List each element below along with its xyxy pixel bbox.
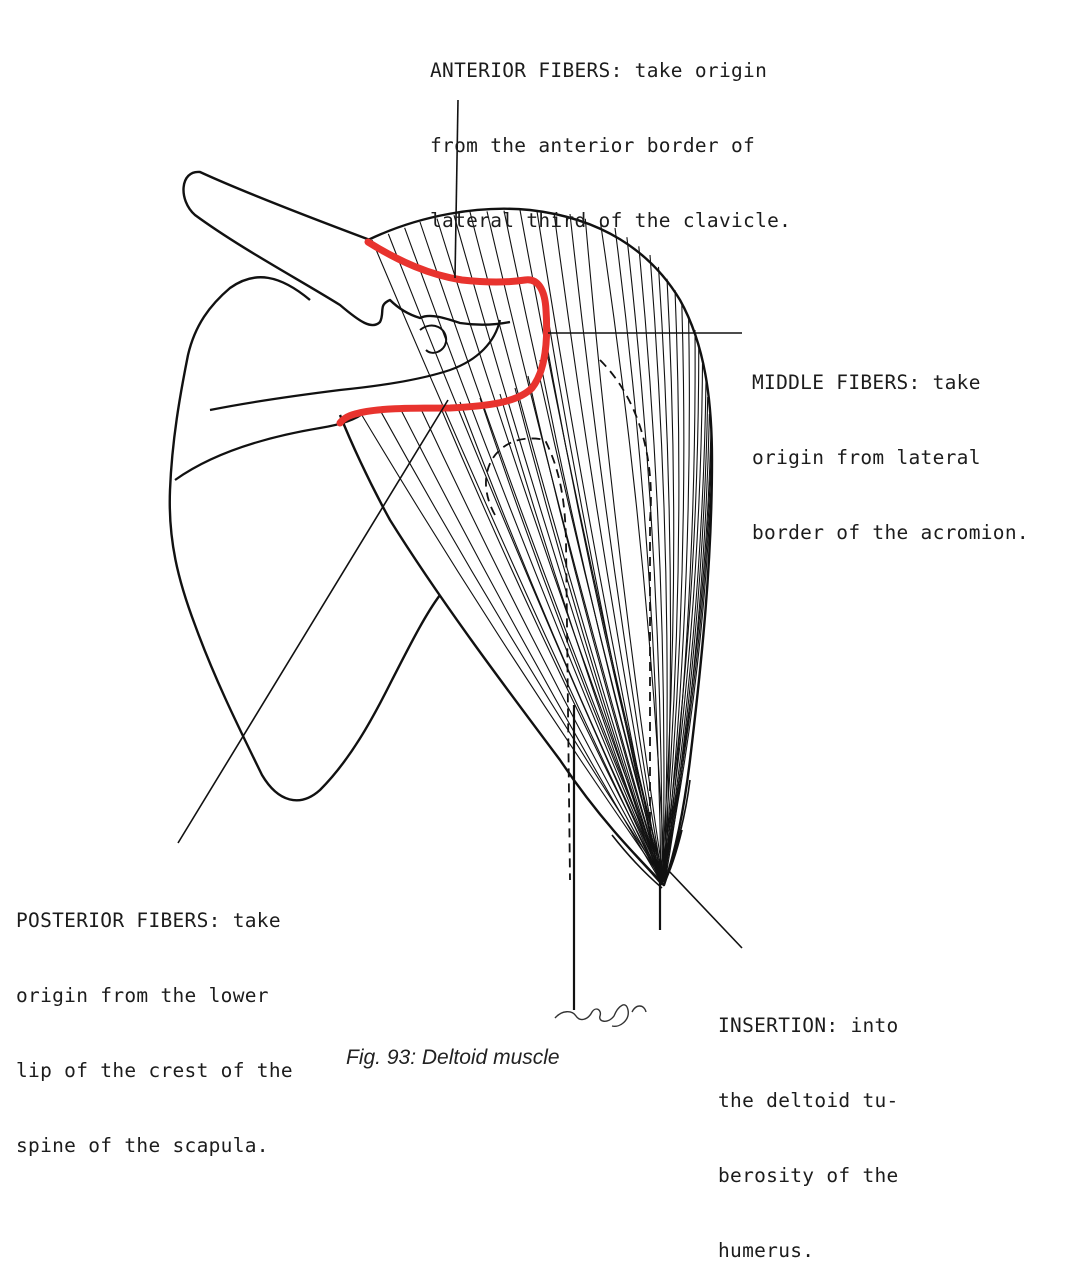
middle-label-line: MIDDLE FIBERS: take [752,370,1029,395]
anterior-label-line: lateral third of the clavicle. [430,208,791,233]
middle-fibers-label: MIDDLE FIBERS: take origin from lateral … [752,320,1029,570]
middle-label-line: origin from lateral [752,445,1029,470]
middle-label-line: border of the acromion. [752,520,1029,545]
insertion-label-line: humerus. [718,1238,899,1263]
anterior-fibers-label: ANTERIOR FIBERS: take origin from the an… [430,8,791,258]
muscle-fiber [665,330,695,882]
posterior-label-line: lip of the crest of the [16,1058,293,1083]
anterior-label-line: ANTERIOR FIBERS: take origin [430,58,791,83]
muscle-fiber [388,234,662,882]
posterior-label-line: POSTERIOR FIBERS: take [16,908,293,933]
insertion-label-line: INSERTION: into [718,1013,899,1038]
figure-caption: Fig. 93: Deltoid muscle [346,1045,560,1071]
anterior-label-line: from the anterior border of [430,133,791,158]
insertion-leader-line [668,870,742,948]
insertion-label-line: berosity of the [718,1163,899,1188]
posterior-label-line: origin from the lower [16,983,293,1008]
scapula-spine-outline [210,320,500,410]
artist-signature [555,1005,646,1026]
deltoid-fibers [360,210,712,882]
scapula-spine-lower [175,412,365,480]
posterior-fibers-label: POSTERIOR FIBERS: take origin from the l… [16,858,293,1183]
deltoid-outline [340,209,712,885]
posterior-leader-line [178,400,448,843]
posterior-label-line: spine of the scapula. [16,1133,293,1158]
muscle-fiber [454,215,661,882]
muscle-fiber [400,408,661,882]
insertion-label-line: the deltoid tu- [718,1088,899,1113]
muscle-fiber [380,410,665,882]
insertion-label: INSERTION: into the deltoid tu- berosity… [718,963,899,1288]
muscle-fiber [661,279,674,882]
muscle-fiber [537,211,661,882]
scapula-outline [170,277,440,800]
muscle-fiber [360,412,664,882]
